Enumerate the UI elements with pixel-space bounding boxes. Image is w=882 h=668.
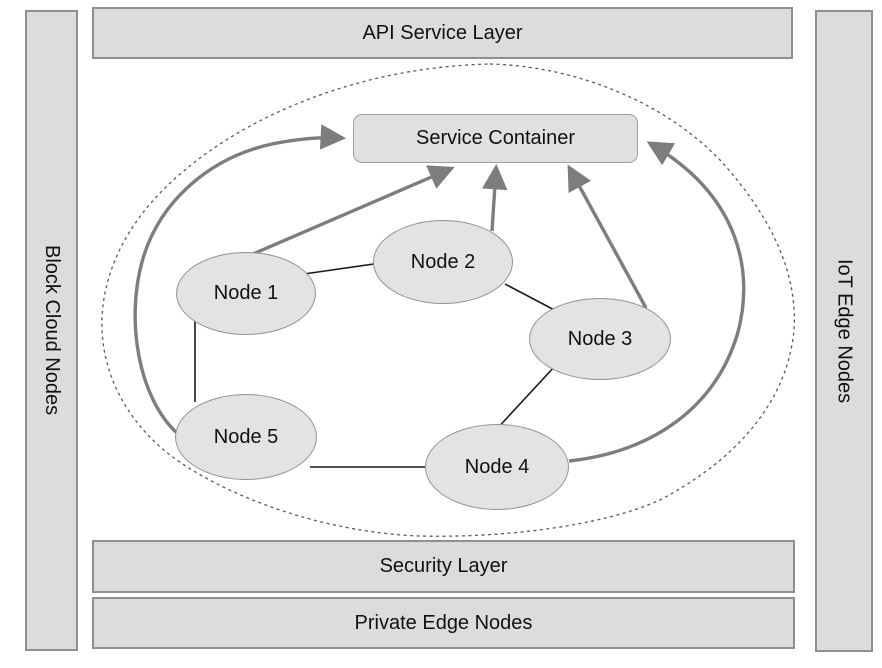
edge-node3-node4 [493, 365, 556, 433]
node-5-label: Node 5 [213, 425, 279, 448]
iot-edge-nodes-bar: IoT Edge Nodes [815, 10, 873, 652]
node-1-ellipse: Node 1 [176, 252, 316, 335]
container-arrows [133, 124, 746, 463]
private-edge-nodes-label: Private Edge Nodes [354, 611, 533, 634]
node-1-label: Node 1 [213, 282, 279, 304]
block-cloud-nodes-bar: Block Cloud Nodes [25, 10, 78, 651]
service-container-box: Service Container [353, 114, 638, 163]
security-layer-bar: Security Layer [92, 540, 795, 593]
iot-edge-nodes-label: IoT Edge Nodes [833, 258, 856, 404]
node-5-ellipse: Node 5 [175, 394, 317, 480]
arrow-node2-container [481, 163, 508, 232]
api-service-layer-label: API Service Layer [362, 21, 523, 44]
node-3-ellipse: Node 3 [529, 298, 671, 380]
node-4-label: Node 4 [464, 455, 530, 478]
arrow-right-curve [568, 141, 746, 463]
arrow-node3-container [567, 164, 648, 309]
arrow-node1-container [245, 165, 455, 259]
private-edge-nodes-bar: Private Edge Nodes [92, 597, 795, 649]
node-2-ellipse: Node 2 [373, 220, 513, 304]
node-2-label: Node 2 [410, 250, 476, 273]
arrow-left-curve [133, 124, 347, 436]
block-cloud-nodes-label: Block Cloud Nodes [41, 245, 63, 416]
node-3-label: Node 3 [567, 327, 633, 350]
api-service-layer-bar: API Service Layer [92, 7, 793, 59]
node-4-ellipse: Node 4 [425, 424, 569, 510]
security-layer-label: Security Layer [379, 555, 508, 577]
service-container-label: Service Container [416, 127, 575, 149]
cluster-boundary-dashed [101, 63, 796, 537]
